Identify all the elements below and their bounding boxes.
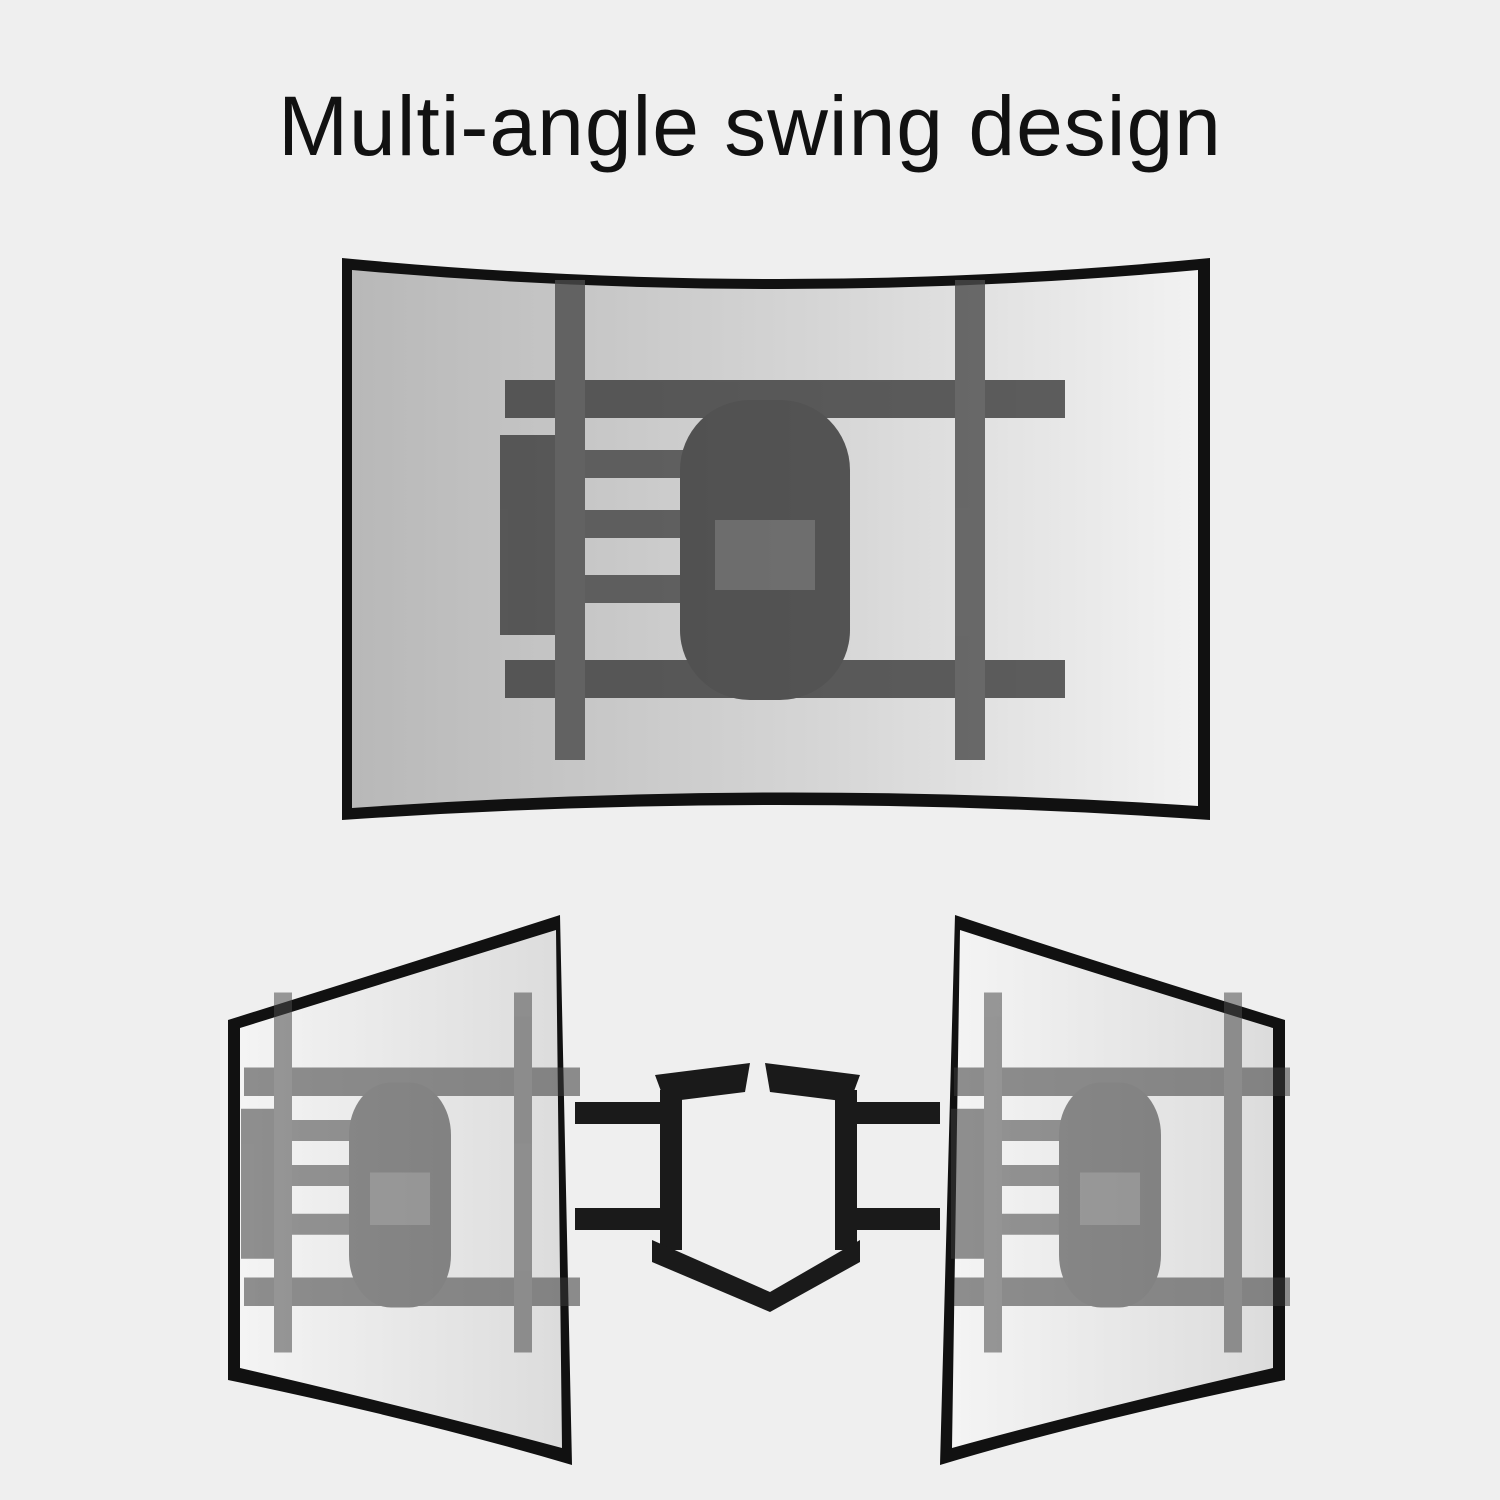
curved-tv-front [342,258,1210,820]
curved-tv-swing-right [940,915,1290,1465]
swing-arm-right [765,1063,940,1312]
curved-tv-swing-left [228,915,580,1465]
page-title: Multi-angle swing design [278,79,1222,173]
swing-arm-left [575,1063,770,1312]
